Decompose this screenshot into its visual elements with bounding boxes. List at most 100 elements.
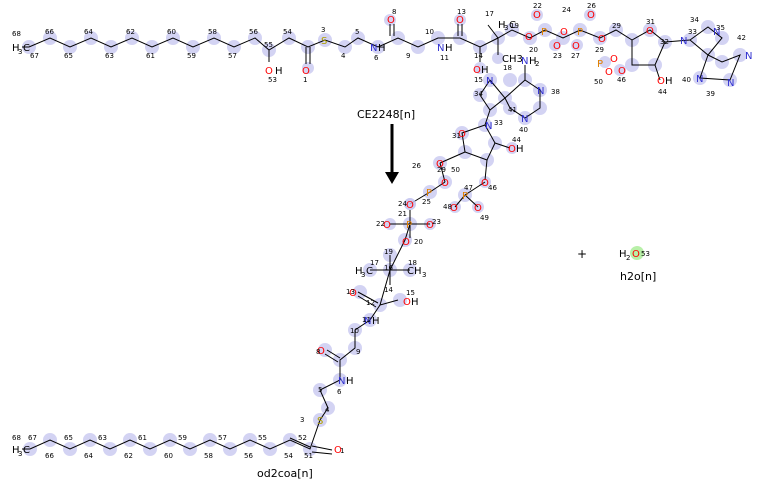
svg-text:O: O — [441, 178, 449, 189]
svg-text:O: O — [317, 346, 325, 357]
svg-text:P: P — [541, 27, 547, 38]
svg-text:33: 33 — [688, 28, 697, 36]
water-sub: 2 — [626, 254, 630, 262]
svg-text:1: 1 — [303, 76, 307, 84]
svg-text:42: 42 — [737, 34, 746, 42]
svg-text:66: 66 — [45, 452, 54, 460]
svg-text:46: 46 — [488, 184, 497, 192]
svg-text:O: O — [450, 203, 458, 214]
svg-text:O: O — [560, 27, 568, 38]
svg-text:11: 11 — [440, 54, 449, 62]
svg-text:39: 39 — [706, 90, 715, 98]
svg-text:C: C — [509, 20, 516, 31]
product-chain-highlights — [23, 198, 436, 456]
svg-text:65: 65 — [64, 52, 73, 60]
svg-text:14: 14 — [474, 52, 483, 60]
svg-text:17: 17 — [485, 10, 494, 18]
svg-text:58: 58 — [208, 28, 217, 36]
svg-text:N: N — [486, 76, 493, 87]
svg-text:56: 56 — [249, 28, 258, 36]
svg-text:O: O — [334, 445, 342, 456]
svg-text:29: 29 — [612, 22, 621, 30]
product-label: od2coa[n] — [257, 467, 313, 480]
svg-text:CH3: CH3 — [502, 54, 523, 65]
svg-text:O: O — [553, 41, 561, 52]
svg-text:54: 54 — [283, 28, 292, 36]
svg-text:N: N — [370, 43, 377, 54]
svg-text:3: 3 — [361, 271, 365, 279]
svg-text:N: N — [485, 121, 492, 132]
svg-text:O: O — [302, 66, 310, 77]
svg-text:H: H — [372, 316, 380, 327]
svg-text:55: 55 — [258, 434, 267, 442]
svg-text:O: O — [387, 15, 395, 26]
water-atom-number: 53 — [641, 250, 650, 258]
svg-text:9: 9 — [406, 52, 410, 60]
svg-text:64: 64 — [84, 452, 93, 460]
svg-text:24: 24 — [398, 200, 407, 208]
svg-text:17: 17 — [370, 259, 379, 267]
svg-text:24: 24 — [562, 6, 571, 14]
svg-text:N: N — [745, 51, 752, 62]
svg-text:59: 59 — [187, 52, 196, 60]
svg-text:P: P — [426, 188, 432, 199]
svg-text:N: N — [696, 74, 703, 85]
svg-text:23: 23 — [432, 218, 441, 226]
svg-text:N: N — [521, 114, 528, 125]
water-label: h2o[n] — [620, 270, 657, 283]
svg-text:55: 55 — [264, 41, 273, 49]
substrate-bonds — [22, 24, 741, 208]
svg-text:61: 61 — [138, 434, 147, 442]
svg-text:N: N — [727, 78, 734, 89]
svg-text:P: P — [597, 59, 603, 70]
svg-text:60: 60 — [167, 28, 176, 36]
svg-text:2: 2 — [535, 60, 539, 68]
svg-text:3: 3 — [300, 416, 304, 424]
svg-text:H: H — [12, 43, 20, 54]
svg-text:O: O — [349, 288, 357, 299]
svg-text:H: H — [665, 76, 673, 87]
svg-text:20: 20 — [529, 46, 538, 54]
svg-text:O: O — [572, 41, 580, 52]
svg-text:16: 16 — [384, 264, 393, 272]
water-o: O — [632, 249, 640, 260]
svg-text:6: 6 — [374, 54, 379, 62]
svg-text:44: 44 — [512, 136, 521, 144]
svg-text:O: O — [587, 10, 595, 21]
svg-text:18: 18 — [503, 64, 512, 72]
reaction-arrow — [385, 124, 399, 184]
svg-text:O: O — [508, 144, 516, 155]
svg-text:O: O — [646, 26, 654, 37]
svg-text:50: 50 — [451, 166, 460, 174]
svg-text:35: 35 — [716, 24, 725, 32]
svg-text:O: O — [605, 67, 613, 78]
svg-text:54: 54 — [284, 452, 293, 460]
svg-text:H: H — [12, 445, 20, 456]
svg-text:44: 44 — [658, 88, 667, 96]
svg-text:5: 5 — [355, 28, 359, 36]
svg-text:O: O — [657, 76, 665, 87]
svg-text:53: 53 — [268, 76, 277, 84]
svg-text:57: 57 — [228, 52, 237, 60]
svg-text:H: H — [411, 297, 419, 308]
svg-text:68: 68 — [12, 434, 21, 442]
svg-text:49: 49 — [480, 214, 489, 222]
svg-text:63: 63 — [98, 434, 107, 442]
svg-text:P: P — [577, 27, 583, 38]
svg-text:64: 64 — [84, 28, 93, 36]
svg-text:62: 62 — [126, 28, 135, 36]
svg-text:H: H — [516, 144, 524, 155]
svg-text:O: O — [383, 220, 391, 231]
svg-text:25: 25 — [422, 198, 431, 206]
svg-text:29: 29 — [595, 46, 604, 54]
svg-text:P: P — [462, 191, 468, 202]
svg-text:10: 10 — [350, 327, 359, 335]
svg-text:O: O — [474, 203, 482, 214]
svg-text:19: 19 — [510, 22, 519, 30]
svg-text:O: O — [458, 129, 466, 140]
